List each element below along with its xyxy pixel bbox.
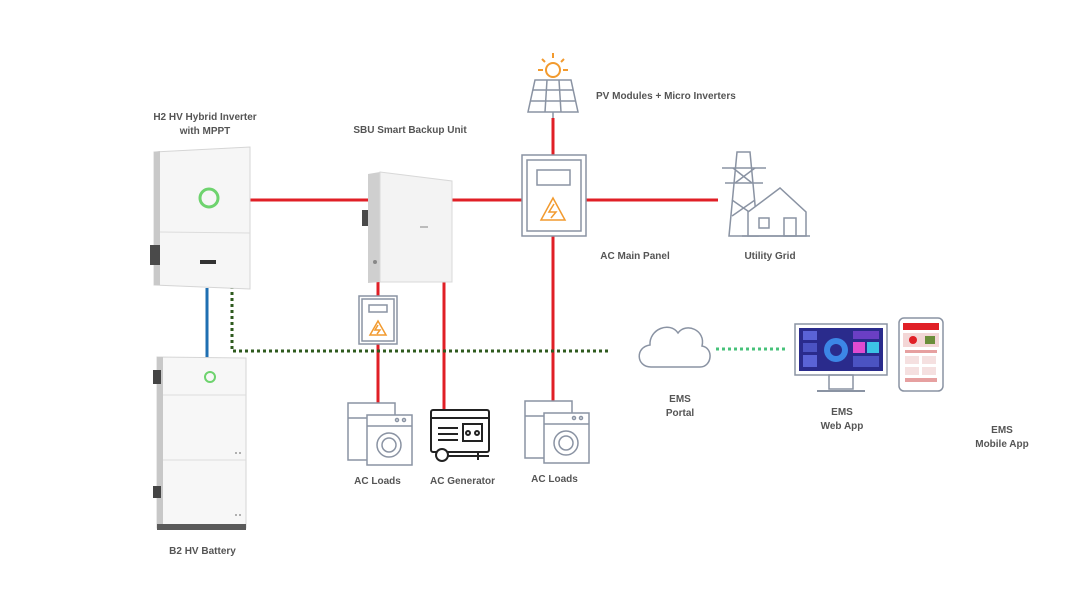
generator-label: AC Generator: [429, 476, 495, 487]
main-panel-label: AC Main Panel: [600, 251, 670, 262]
sub-panel-icon: [358, 295, 398, 345]
ac-loads-right-icon: [524, 400, 590, 464]
sbu-unit: [362, 171, 453, 283]
status-ring-icon: [198, 187, 220, 209]
cloud-icon: [638, 326, 711, 368]
ems-web-label: EMS Web App: [820, 407, 864, 432]
ac-main-panel-icon: [521, 154, 587, 237]
loads-right-label: AC Loads: [531, 474, 578, 485]
loads-left-label: AC Loads: [354, 476, 401, 487]
sbu-label: SBU Smart Backup Unit: [353, 125, 467, 136]
mobile-app-phone-icon: [898, 317, 944, 392]
ac-loads-left-icon: [347, 402, 413, 466]
ac-lines: [250, 118, 718, 410]
pv-label: PV Modules + Micro Inverters: [596, 91, 736, 102]
utility-grid-icon: [722, 151, 810, 237]
pv-panel-icon: [527, 79, 579, 118]
ems-portal-label: EMS Portal: [665, 394, 695, 419]
ac-generator-icon: [430, 409, 490, 462]
utility-label: Utility Grid: [744, 251, 796, 262]
ems-mobile-label: EMS Mobile App: [975, 425, 1029, 450]
sun-icon: [538, 53, 568, 78]
battery: [153, 356, 247, 530]
web-app-monitor-icon: [794, 323, 888, 392]
battery-label: B2 HV Battery: [169, 546, 236, 557]
inverter-label: H2 HV Hybrid Inverter with MPPT: [153, 112, 257, 137]
logo-icon: [200, 260, 216, 264]
hybrid-inverter: [150, 146, 251, 290]
battery-status-ring-icon: [204, 371, 216, 383]
